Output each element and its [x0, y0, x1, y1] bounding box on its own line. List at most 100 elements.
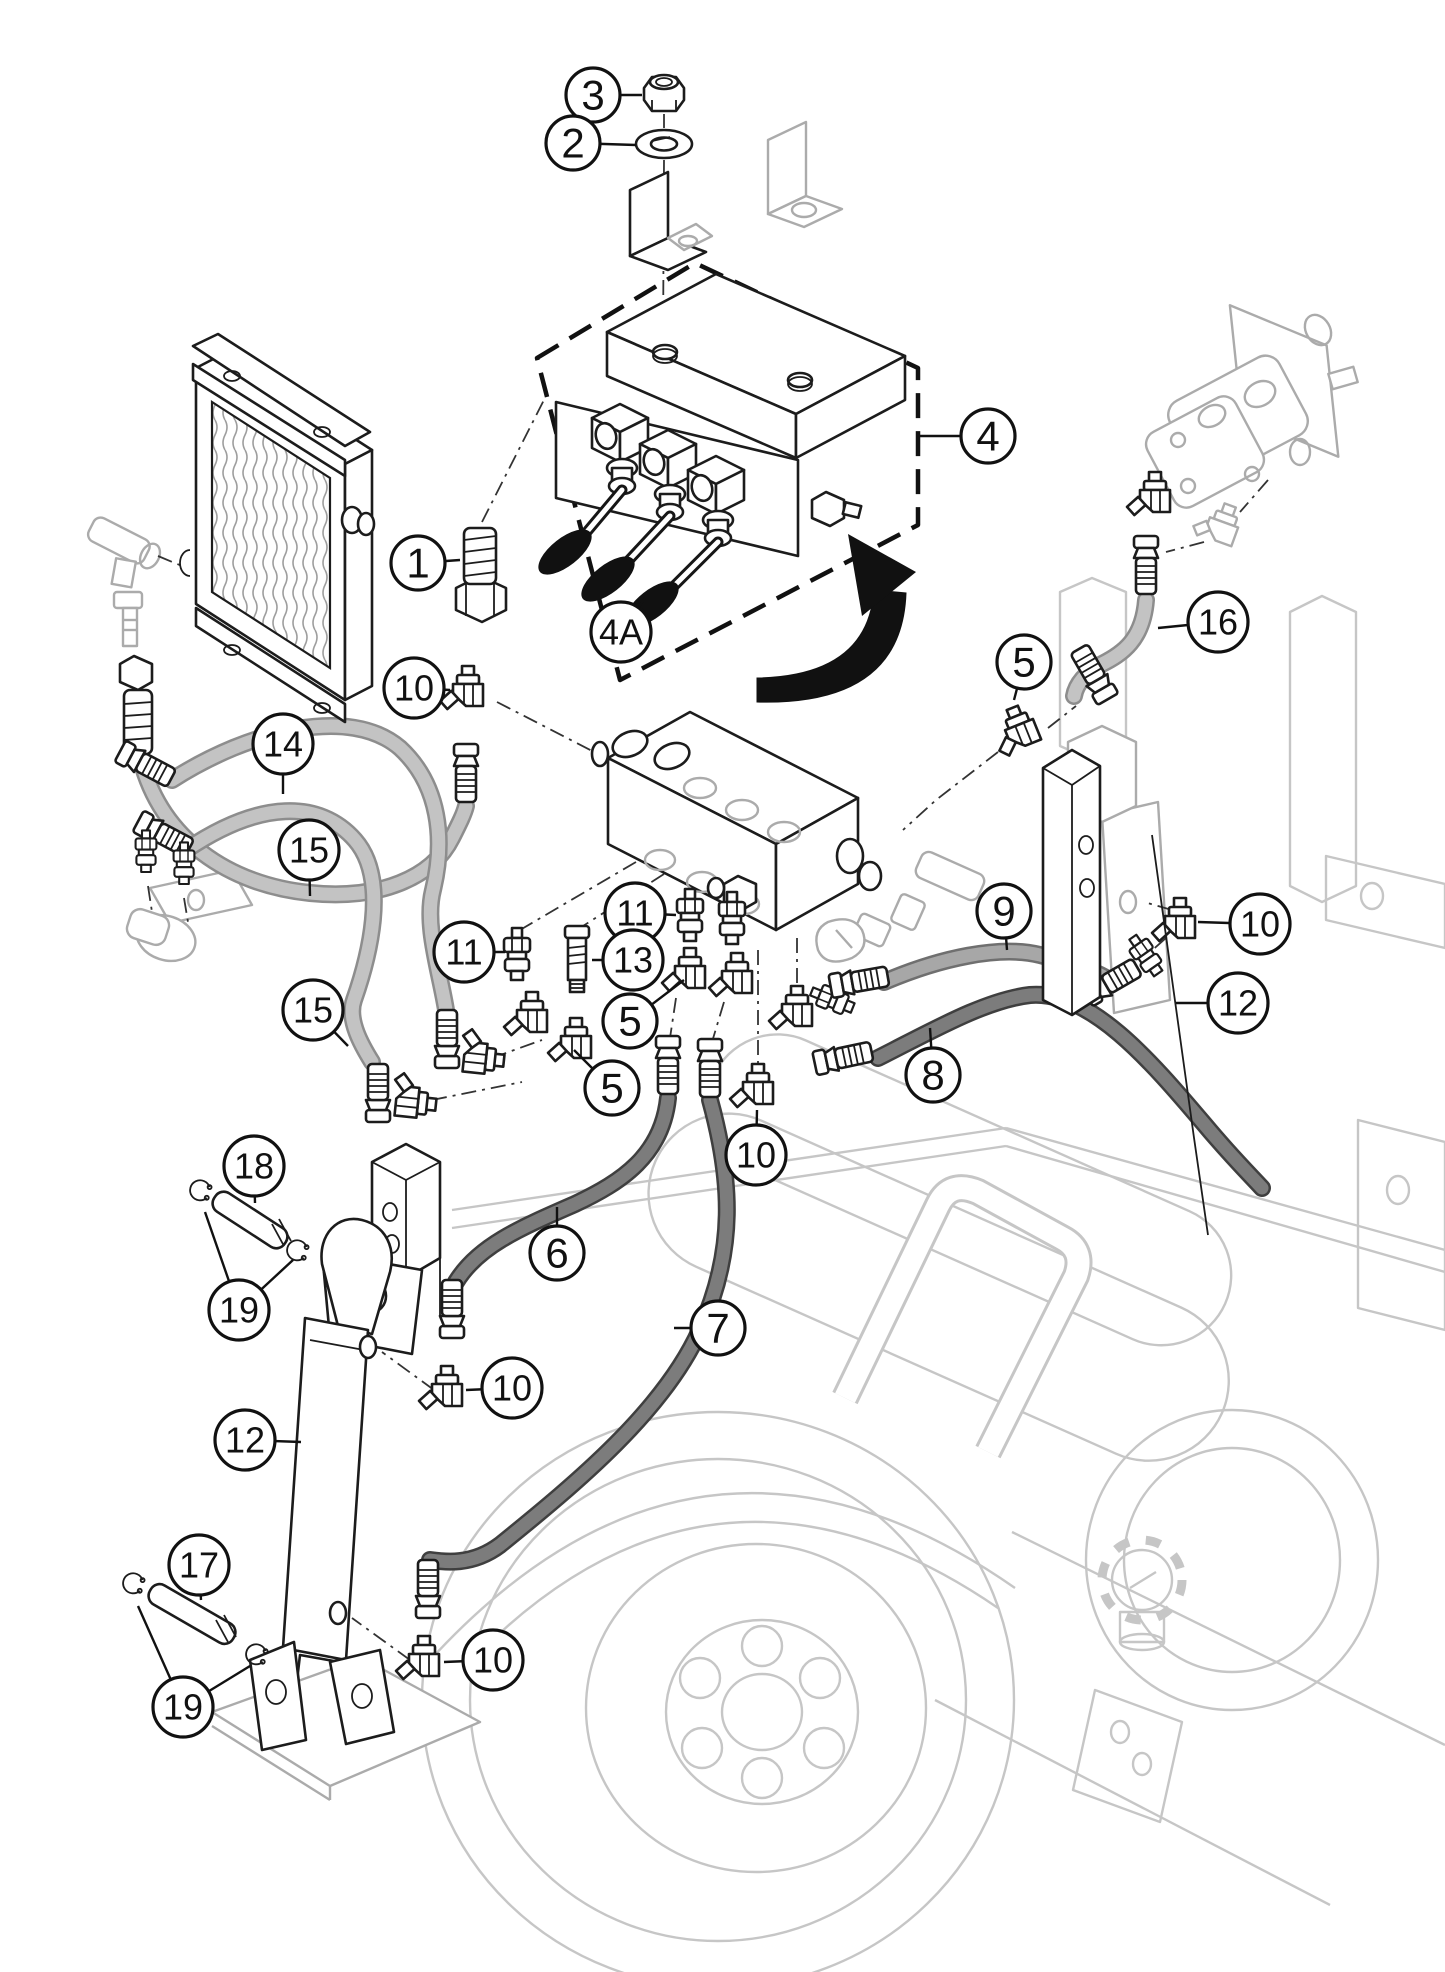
elbow-10-left — [438, 664, 485, 711]
callout-10: 10 — [1197, 892, 1292, 956]
nut-item3 — [642, 73, 686, 113]
svg-text:10: 10 — [736, 1135, 776, 1176]
pin-18 — [186, 1176, 312, 1265]
valve-section — [590, 402, 650, 496]
svg-text:12: 12 — [225, 1420, 265, 1461]
svg-text:17: 17 — [179, 1545, 219, 1586]
callout-15: 15 — [281, 978, 349, 1047]
svg-text:2: 2 — [561, 120, 584, 167]
callout-19: 19 — [203, 1211, 294, 1342]
svg-text:10: 10 — [1240, 904, 1280, 945]
callout-5: 5 — [601, 979, 685, 1050]
fitting-5-left — [502, 990, 549, 1037]
svg-text:12: 12 — [1218, 983, 1258, 1024]
coupling-hose7 — [696, 1037, 724, 1099]
breather-ghost — [815, 850, 986, 963]
hose-8 — [869, 985, 1271, 1197]
fitting-5-right1 — [660, 946, 707, 993]
filler-cap-ghost — [1097, 1535, 1187, 1652]
callout-13: 13 — [592, 928, 665, 992]
hose14-connection — [118, 654, 485, 804]
svg-text:10: 10 — [473, 1640, 513, 1681]
callout-8: 8 — [904, 1027, 962, 1104]
callout-17: 17 — [167, 1533, 231, 1601]
svg-text:11: 11 — [616, 893, 653, 934]
fitting-5-mid — [546, 1016, 593, 1063]
assembly-lines — [147, 114, 1269, 1661]
fitting-11a — [502, 926, 532, 982]
coupling-hose9 — [827, 963, 892, 1000]
mount-bracket — [628, 170, 714, 272]
elbow-5-right — [985, 700, 1044, 760]
svg-text:14: 14 — [263, 724, 303, 765]
elbow-10-center — [728, 1062, 775, 1109]
hose6-end — [417, 1278, 466, 1411]
svg-text:16: 16 — [1198, 602, 1238, 643]
callout-10: 10 — [382, 656, 451, 720]
bolt-item1 — [454, 526, 508, 624]
callout-19: 19 — [136, 1605, 251, 1739]
callout-10: 10 — [443, 1628, 525, 1692]
callout-5: 5 — [573, 1049, 641, 1117]
coupling-hose14 — [452, 742, 480, 804]
elbow-15l — [390, 1071, 441, 1121]
assembly-arrow — [756, 534, 916, 703]
callout-2: 2 — [544, 114, 637, 172]
svg-text:15: 15 — [289, 830, 329, 871]
machine-frame-ghost — [420, 576, 1445, 1972]
callout-12: 12 — [1176, 971, 1270, 1035]
callout-5: 5 — [995, 633, 1053, 701]
hose-16 — [1065, 591, 1155, 705]
callout-10: 10 — [724, 1109, 788, 1187]
hose-6 — [447, 1089, 677, 1291]
svg-text:4: 4 — [976, 413, 999, 460]
svg-text:19: 19 — [219, 1290, 259, 1331]
elbow-10-d — [417, 1364, 464, 1411]
hose-15-lower — [177, 802, 383, 1071]
coupling-hose6 — [654, 1034, 682, 1096]
svg-text:10: 10 — [492, 1368, 532, 1409]
callout-9: 9 — [975, 882, 1033, 951]
valve-section — [686, 454, 746, 548]
elbow-15u — [458, 1027, 509, 1077]
svg-text:13: 13 — [613, 940, 653, 981]
callout-10: 10 — [465, 1356, 544, 1420]
elbow-hose9 — [767, 984, 814, 1031]
svg-text:4A: 4A — [599, 612, 643, 653]
svg-text:6: 6 — [545, 1230, 568, 1277]
pump-elbow-ghost — [1192, 502, 1240, 548]
callout-15: 15 — [277, 818, 341, 897]
svg-text:3: 3 — [581, 72, 604, 119]
right-cylinder-connections — [1079, 834, 1209, 1236]
oil-cooler — [179, 332, 376, 724]
callout-4: 4 — [920, 407, 1017, 465]
coupling-hose6-end — [438, 1278, 466, 1340]
coupling-16-top — [1132, 534, 1160, 596]
svg-text:10: 10 — [394, 668, 434, 709]
callout-12: 12 — [213, 1408, 302, 1472]
cooler-fitting-ghost — [86, 516, 162, 648]
callout-16: 16 — [1157, 590, 1250, 654]
svg-text:5: 5 — [1012, 639, 1035, 686]
svg-text:11: 11 — [445, 932, 482, 973]
svg-text:18: 18 — [234, 1146, 274, 1187]
callout-11: 11 — [432, 920, 505, 984]
nipple-13 — [563, 924, 591, 994]
callout-layer: 32144A5556789101010101011111312121415151… — [136, 66, 1292, 1739]
coupling-15l-right — [364, 1062, 392, 1124]
callout-3: 3 — [564, 66, 642, 124]
callout-4A: 4A — [589, 597, 653, 664]
callout-1: 1 — [389, 534, 461, 592]
right-mast-post — [1041, 748, 1102, 1017]
svg-text:1: 1 — [406, 540, 429, 587]
coupling-hose8 — [810, 1038, 876, 1077]
svg-text:5: 5 — [600, 1065, 623, 1112]
pin-17 — [119, 1569, 271, 1669]
ghost-parts — [86, 120, 1359, 1015]
coupling-hose7-end — [414, 1558, 442, 1620]
coupling-15u-right — [433, 1008, 461, 1070]
callout-6: 6 — [528, 1207, 586, 1282]
callout-18: 18 — [222, 1134, 286, 1204]
svg-text:7: 7 — [706, 1305, 729, 1352]
